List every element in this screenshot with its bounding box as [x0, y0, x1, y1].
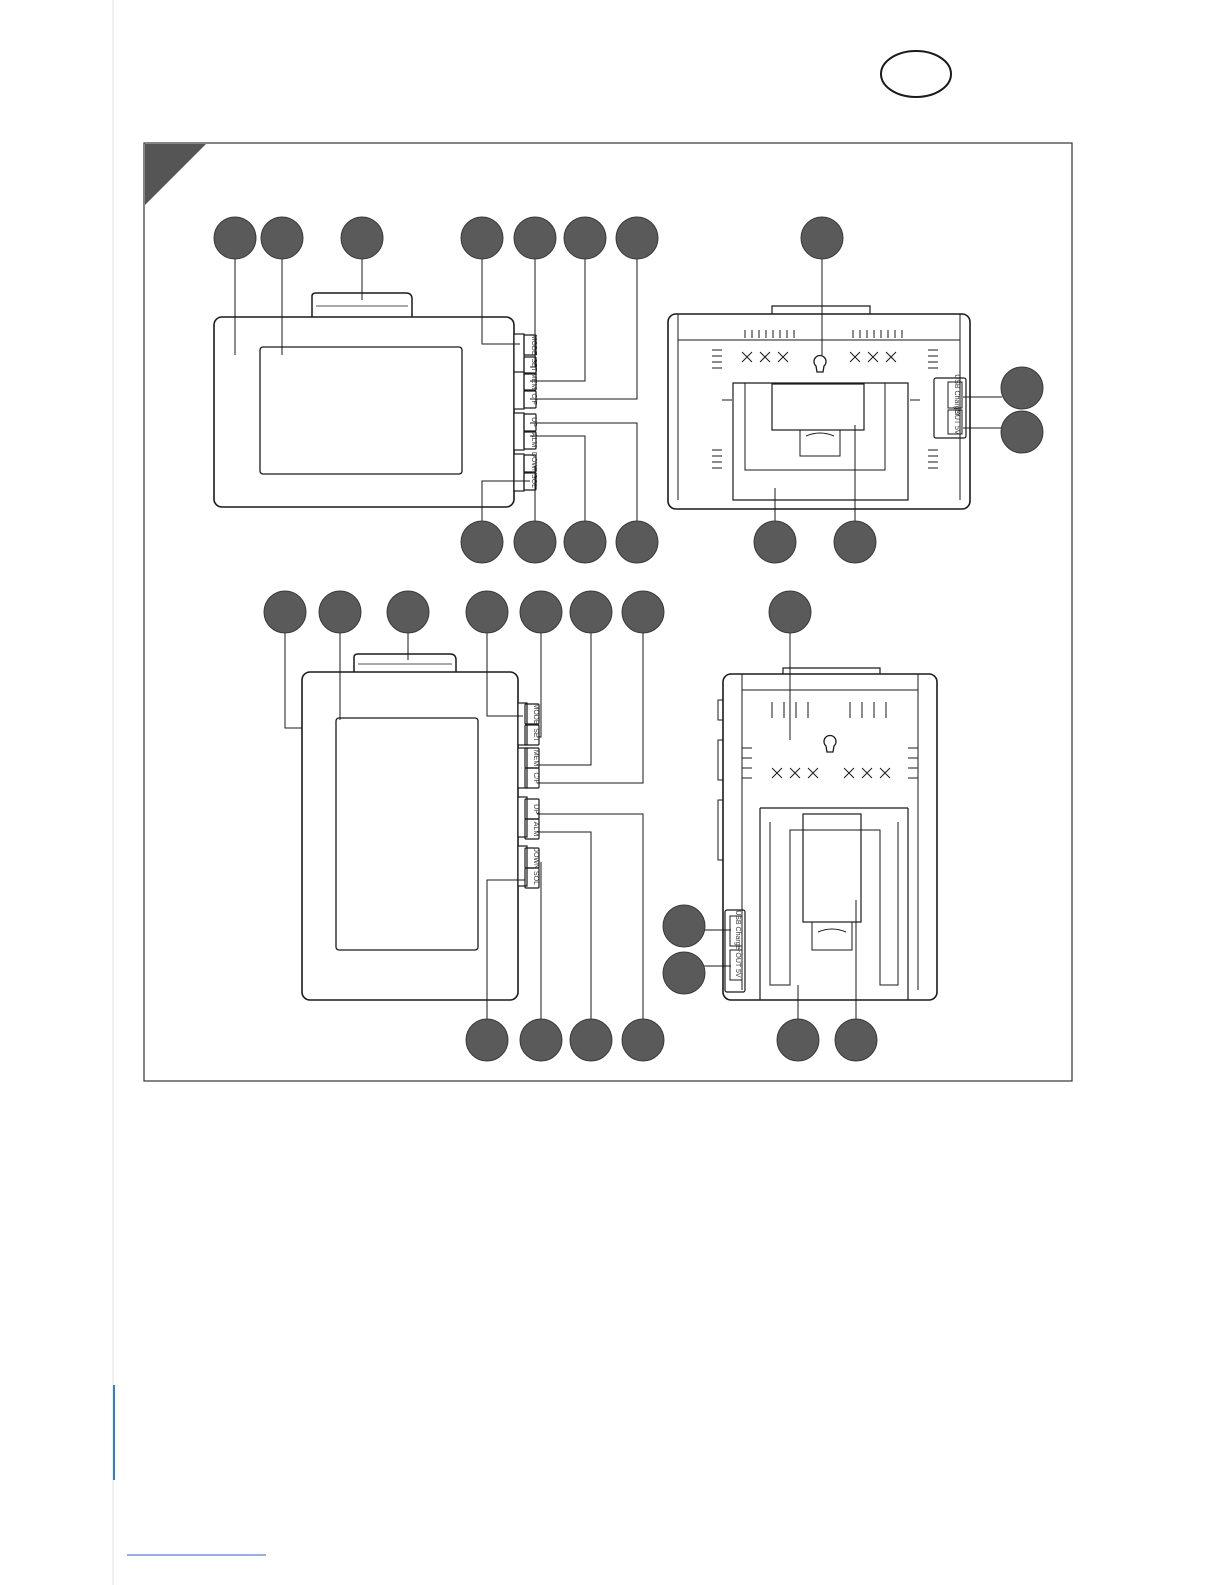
callout-marker — [570, 591, 612, 633]
svg-text:MEM: MEM — [530, 373, 537, 390]
svg-text:DOWN: DOWN — [530, 452, 537, 474]
svg-text:SOL: SOL — [532, 871, 539, 885]
callout-marker — [461, 521, 503, 563]
callout-marker — [663, 952, 705, 994]
callout-marker — [214, 217, 256, 259]
svg-text:USB Charger: USB Charger — [734, 910, 741, 952]
callout-marker — [466, 591, 508, 633]
callout-marker — [264, 591, 306, 633]
svg-text:C/F: C/F — [530, 393, 537, 404]
svg-text:MODE: MODE — [530, 335, 537, 356]
callout-marker — [319, 591, 361, 633]
callout-marker — [1001, 367, 1043, 409]
callout-marker — [769, 591, 811, 633]
callout-marker — [570, 1019, 612, 1061]
svg-text:SET: SET — [532, 728, 539, 742]
figure-corner-tab — [145, 144, 206, 205]
callout-marker — [663, 905, 705, 947]
callout-marker — [616, 521, 658, 563]
callout-marker — [622, 591, 664, 633]
callout-marker — [514, 521, 556, 563]
callout-marker — [777, 1019, 819, 1061]
wall-mount-keyhole-landscape — [814, 356, 826, 372]
svg-text:DOWN: DOWN — [532, 847, 539, 869]
svg-text:UP: UP — [532, 804, 539, 814]
callout-leaders-front-landscape — [235, 258, 637, 522]
callout-marker — [514, 217, 556, 259]
device-body-front-landscape — [214, 317, 514, 507]
button-labels-front-portrait: MODE SET MEM C/F UP ALM DOWN SOL — [532, 704, 539, 886]
svg-text:ALM: ALM — [532, 822, 539, 837]
svg-text:SET: SET — [530, 358, 537, 372]
callout-marker — [341, 217, 383, 259]
callout-marker — [1001, 411, 1043, 453]
svg-text:SOL: SOL — [530, 474, 537, 488]
language-badge — [881, 51, 951, 97]
callout-marker — [564, 217, 606, 259]
callout-marker — [387, 591, 429, 633]
stand-landscape — [733, 383, 908, 500]
top-button-front-portrait — [354, 654, 456, 672]
svg-text:MODE: MODE — [532, 704, 539, 725]
wall-mount-keyhole-portrait — [824, 736, 836, 752]
lcd-display-front-portrait — [336, 718, 478, 950]
svg-text:OUT 5V: OUT 5V — [953, 409, 960, 434]
front-view-landscape — [214, 258, 637, 522]
device-body-front-portrait — [302, 672, 518, 1000]
callout-marker — [754, 521, 796, 563]
port-labels-landscape: USB Charger OUT 5V — [953, 374, 960, 435]
callout-marker — [616, 217, 658, 259]
lcd-display-front-landscape — [260, 347, 462, 474]
callout-marker — [564, 521, 606, 563]
svg-text:OUT 5V: OUT 5V — [734, 952, 741, 977]
svg-text:C/F: C/F — [532, 772, 539, 783]
callout-marker — [520, 591, 562, 633]
callout-marker — [461, 217, 503, 259]
device-body-back-landscape — [668, 314, 970, 509]
callout-marker — [835, 1019, 877, 1061]
button-labels-front-landscape: MODE SET MEM C/F UP ALM DOWN SOL — [530, 335, 537, 489]
callout-marker — [466, 1019, 508, 1061]
callout-markers — [214, 217, 1043, 1061]
callout-marker — [261, 217, 303, 259]
front-view-portrait — [285, 632, 643, 1020]
stand-portrait — [760, 808, 908, 1000]
svg-text:MEM: MEM — [532, 750, 539, 767]
port-labels-portrait: USB Charger OUT 5V — [734, 910, 741, 978]
callout-marker — [801, 217, 843, 259]
battery-cover-landscape — [772, 384, 864, 430]
callout-leaders-front-portrait — [285, 632, 643, 1020]
callout-marker — [520, 1019, 562, 1061]
back-view-landscape — [668, 258, 1002, 522]
svg-text:UP: UP — [530, 417, 537, 427]
device-body-back-portrait — [723, 674, 937, 1000]
callout-marker — [622, 1019, 664, 1061]
callout-marker — [834, 521, 876, 563]
svg-text:ALM: ALM — [530, 433, 537, 448]
